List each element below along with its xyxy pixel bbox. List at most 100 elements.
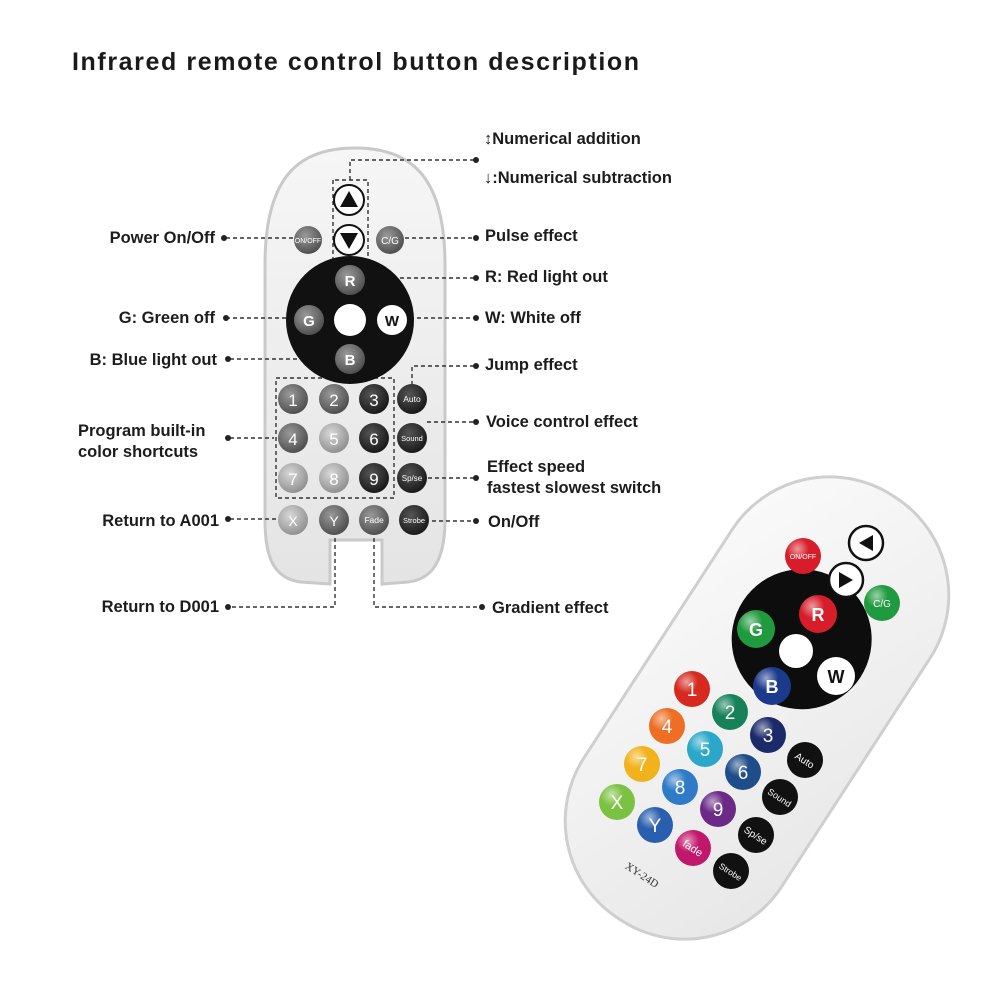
photo-number-8[interactable]: 8 — [662, 769, 698, 805]
svg-text:7: 7 — [288, 470, 297, 489]
diagram-auto-button[interactable]: Auto — [397, 384, 427, 414]
svg-text:G: G — [303, 313, 315, 330]
svg-text:3: 3 — [763, 726, 774, 747]
label-voice: Voice control effect — [486, 413, 638, 431]
svg-text:W: W — [828, 667, 845, 687]
diagram-number-4[interactable]: 4 — [278, 423, 308, 453]
svg-text:R: R — [345, 273, 356, 290]
down-arrow-icon: ↓: — [484, 169, 498, 187]
svg-text:3: 3 — [369, 391, 378, 410]
svg-text:1: 1 — [687, 680, 698, 701]
svg-text:5: 5 — [700, 740, 711, 761]
photo-number-5[interactable]: 5 — [687, 731, 723, 767]
svg-text:Y: Y — [329, 513, 339, 529]
diagram-number-7[interactable]: 7 — [278, 463, 308, 493]
photo-cg-button[interactable]: C/G — [864, 585, 900, 621]
diagram-w-button[interactable]: W — [377, 305, 407, 335]
photo-remote-body — [563, 475, 951, 941]
photo-spse-button[interactable]: Sp/se — [738, 817, 774, 853]
label-red: R: Red light out — [485, 268, 608, 286]
page-title: Infrared remote control button descripti… — [72, 48, 641, 76]
label-blue: B: Blue light out — [89, 351, 217, 369]
svg-text:2: 2 — [725, 703, 736, 724]
svg-text:5: 5 — [329, 430, 338, 449]
diagram-x-button[interactable]: X — [278, 505, 308, 535]
diagram-number-1[interactable]: 1 — [278, 384, 308, 414]
arrow-right-icon — [839, 572, 853, 588]
diagram-number-6[interactable]: 6 — [359, 423, 389, 453]
photo-number-3[interactable]: 3 — [750, 717, 786, 753]
arrow-up-icon — [340, 191, 358, 207]
diagram-b-button[interactable]: B — [335, 344, 365, 374]
svg-text:ON/OFF: ON/OFF — [790, 554, 816, 561]
svg-text:6: 6 — [369, 430, 378, 449]
photo-strobe-button[interactable]: Strobe — [713, 853, 749, 889]
label-jump: Jump effect — [485, 356, 578, 374]
diagram-number-3[interactable]: 3 — [359, 384, 389, 414]
label-return-a001: Return to A001 — [102, 512, 219, 530]
diagram-center-button[interactable] — [334, 304, 366, 336]
label-green: G: Green off — [118, 309, 215, 327]
photo-x-button[interactable]: X — [599, 784, 635, 820]
svg-text:1: 1 — [288, 391, 297, 410]
photo-down-arrow-button[interactable] — [827, 561, 865, 599]
photo-center-button[interactable] — [779, 634, 813, 668]
diagram-g-button[interactable]: G — [294, 305, 324, 335]
photo-w-button[interactable]: W — [817, 657, 855, 695]
diagram-r-button[interactable]: R — [335, 265, 365, 295]
diagram-number-5[interactable]: 5 — [319, 423, 349, 453]
photo-r-button[interactable]: R — [799, 595, 837, 633]
arrow-down-icon — [340, 233, 358, 249]
connector-lines — [226, 159, 482, 608]
photo-number-1[interactable]: 1 — [674, 671, 710, 707]
svg-text:4: 4 — [662, 717, 673, 738]
diagram-number-8[interactable]: 8 — [319, 463, 349, 493]
svg-text:Auto: Auto — [403, 394, 421, 404]
diagram-cg-button[interactable]: C/G — [376, 226, 404, 254]
diagram-number-2[interactable]: 2 — [319, 384, 349, 414]
diagram-number-9[interactable]: 9 — [359, 463, 389, 493]
label-pulse: Pulse effect — [485, 227, 578, 245]
up-arrow-button[interactable] — [333, 184, 365, 216]
photo-number-9[interactable]: 9 — [700, 791, 736, 827]
svg-text:B: B — [766, 677, 779, 697]
label-program-shortcuts: Program built-in color shortcuts — [78, 422, 206, 461]
svg-text:6: 6 — [738, 763, 749, 784]
svg-text:G: G — [749, 620, 763, 640]
diagram-y-button[interactable]: Y — [319, 505, 349, 535]
svg-text:Y: Y — [649, 816, 662, 837]
svg-text:C/G: C/G — [873, 599, 891, 610]
label-power: Power On/Off — [109, 229, 215, 247]
up-down-arrow-icon: ↕ — [484, 130, 493, 148]
photo-number-4[interactable]: 4 — [649, 708, 685, 744]
diagram-spse-button[interactable]: Sp/se — [397, 463, 427, 493]
photo-number-7[interactable]: 7 — [624, 746, 660, 782]
label-onoff: On/Off — [488, 513, 540, 531]
diagram-sound-button[interactable]: Sound — [397, 423, 427, 453]
svg-text:Strobe: Strobe — [403, 516, 425, 525]
label-speed: Effect speed fastest slowest switch — [487, 458, 662, 497]
photo-y-button[interactable]: Y — [637, 807, 673, 843]
photo-number-6[interactable]: 6 — [725, 754, 761, 790]
label-numerical-subtraction: ↓:Numerical subtraction — [484, 169, 672, 187]
photo-fade-button[interactable]: fade — [675, 830, 711, 866]
svg-text:C/G: C/G — [381, 236, 399, 247]
photo-auto-button[interactable]: Auto — [787, 742, 823, 778]
photo-sound-button[interactable]: Sound — [762, 779, 798, 815]
photo-number-2[interactable]: 2 — [712, 694, 748, 730]
diagram-strobe-button[interactable]: Strobe — [399, 505, 429, 535]
diagram-fade-button[interactable]: Fade — [359, 505, 389, 535]
label-white: W: White off — [485, 309, 581, 327]
photo-b-button[interactable]: B — [753, 667, 791, 705]
photo-g-button[interactable]: G — [737, 610, 775, 648]
down-arrow-button[interactable] — [333, 224, 365, 256]
diagram-onoff-button[interactable]: ON/OFF — [294, 226, 322, 254]
photo-onoff-button[interactable]: ON/OFF — [785, 538, 821, 574]
photo-up-arrow-button[interactable] — [847, 524, 885, 562]
svg-text:Sound: Sound — [401, 434, 423, 443]
svg-text:7: 7 — [637, 755, 648, 776]
label-return-d001: Return to D001 — [101, 598, 219, 616]
label-gradient: Gradient effect — [492, 599, 609, 617]
